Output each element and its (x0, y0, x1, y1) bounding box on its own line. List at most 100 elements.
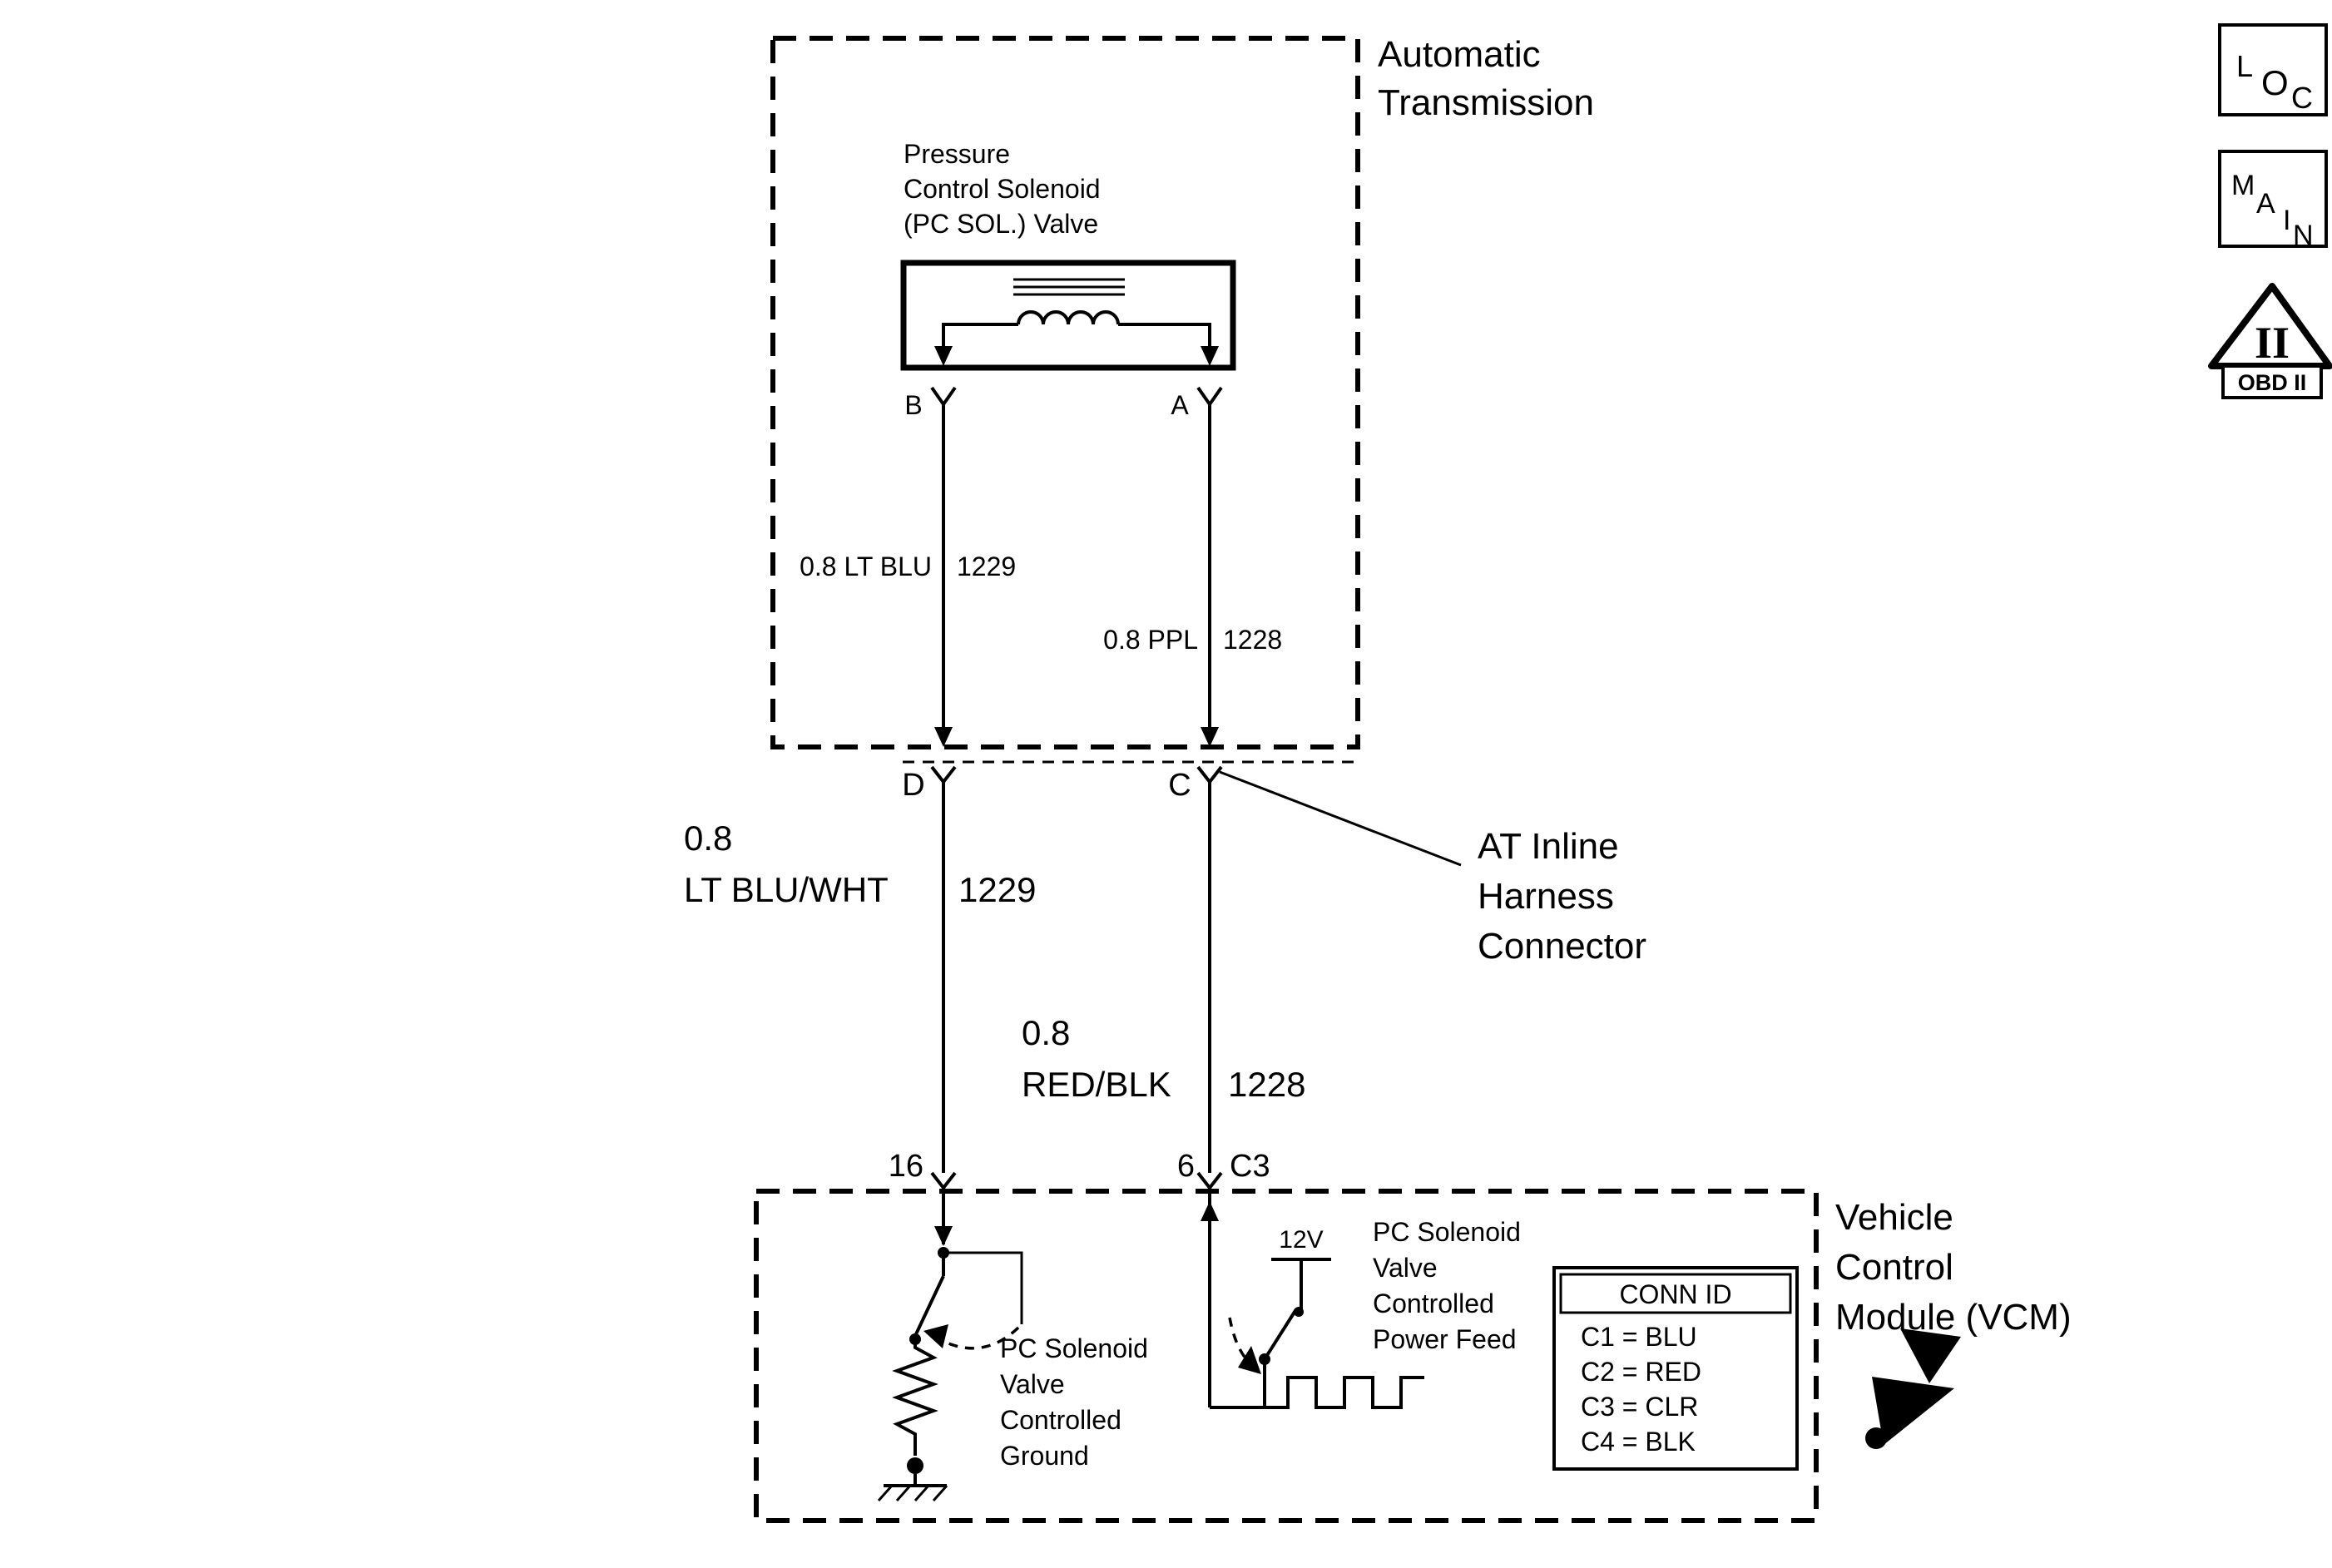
main-letter-i: I (2283, 205, 2290, 236)
ground-control-circuit: PC Solenoid Valve Controlled Ground (877, 1188, 1148, 1501)
ground-hatching (877, 1485, 948, 1501)
solenoid-label-line3: (PC SOL.) Valve (904, 209, 1098, 239)
power-label-line2: Valve (1373, 1253, 1438, 1283)
arrow-up-icon (1201, 1201, 1219, 1221)
switch-blade (913, 1275, 945, 1337)
ground-label-line1: PC Solenoid (1000, 1333, 1148, 1363)
pressure-control-solenoid-symbol (900, 260, 1236, 371)
esd-dot (1865, 1427, 1887, 1449)
callout-pointer-line (1219, 770, 1462, 867)
solenoid-box (900, 260, 1236, 371)
vehicle-control-module-section: 16 6 C3 Vehicle Control Module (VCM) PC … (754, 1149, 2072, 1523)
ground-label-line4: Ground (1000, 1441, 1089, 1471)
terminal-d-label: D (902, 768, 924, 803)
wire-b-spec: 0.8 LT BLU (800, 552, 932, 581)
wire-d-gauge: 0.8 (684, 819, 732, 858)
main-badge: M A I N (2218, 150, 2328, 251)
loc-letter-l: L (2236, 49, 2253, 83)
coil-winding (1017, 310, 1120, 325)
wire-c-gauge: 0.8 (1022, 1013, 1070, 1052)
ground-label-line2: Valve (1000, 1369, 1065, 1399)
ground-dot (907, 1457, 923, 1474)
esd-warning-icon (1865, 1328, 1961, 1449)
power-label-line1: PC Solenoid (1373, 1217, 1521, 1247)
power-feed-circuit: 12V PC Solenoid Valve Controlled Power F… (1201, 1188, 1521, 1409)
esd-triangle-upper (1900, 1328, 1961, 1383)
table-border (1552, 1266, 1799, 1471)
arrow-icon (923, 1324, 948, 1348)
loc-letter-o: O (2261, 63, 2289, 102)
solenoid-label-line1: Pressure (904, 139, 1010, 169)
transmission-title-line2: Transmission (1378, 82, 1594, 123)
terminal-b-label: B (904, 390, 922, 420)
inline-harness-connector: D C AT Inline Harness Connector (902, 760, 1646, 967)
main-letter-n: N (2293, 220, 2314, 251)
arrow-icon (1238, 1346, 1261, 1374)
vcm-title-line1: Vehicle (1835, 1197, 1953, 1238)
connector-c3-label: C3 (1230, 1149, 1270, 1184)
ground-label-line3: Controlled (1000, 1405, 1121, 1435)
main-badge-border (2218, 150, 2328, 248)
esd-triangle-lower (1872, 1377, 1954, 1445)
vcm-dashed-boundary (754, 1189, 1819, 1523)
main-letter-m: M (2231, 170, 2255, 201)
arrow-down-icon (934, 346, 953, 366)
wire-d-color: LT BLU/WHT (684, 870, 889, 909)
main-letter-a: A (2256, 188, 2275, 220)
terminal-chevron-d (930, 765, 957, 785)
arrow-down-icon (934, 727, 953, 747)
wire-a-circuit: 1228 (1223, 625, 1282, 655)
wire-c-circuit: 1228 (1228, 1065, 1305, 1104)
terminal-chevron-b (930, 386, 957, 408)
power-label-line3: Controlled (1373, 1289, 1494, 1318)
switch-blade (1263, 1308, 1298, 1361)
supply-12v-label: 12V (1279, 1226, 1323, 1254)
terminal-chevron-16 (930, 1171, 957, 1191)
solenoid-label-line2: Control Solenoid (904, 174, 1101, 204)
table-header: CONN ID (1619, 1279, 1731, 1309)
arrow-down-icon (1201, 346, 1219, 366)
wire-c-color: RED/BLK (1022, 1065, 1171, 1104)
conn-id-table: CONN ID C1 = BLU C2 = RED C3 = CLR C4 = … (1552, 1266, 1799, 1471)
pwm-square-wave (1265, 1376, 1424, 1409)
table-row: C3 = CLR (1581, 1392, 1698, 1422)
pin-16-label: 16 (889, 1149, 923, 1184)
coil-lead-left (942, 323, 1018, 346)
wire-d-circuit: 1229 (958, 870, 1036, 909)
wire-a-spec: 0.8 PPL (1103, 625, 1198, 655)
harness-wires: 0.8 LT BLU/WHT 1229 0.8 RED/BLK 1228 (684, 782, 1305, 1173)
obd2-label: OBD II (2238, 370, 2307, 395)
label-pointer-line (943, 1251, 1023, 1324)
terminal-chevron-6 (1196, 1171, 1223, 1191)
resistor-symbol (892, 1339, 938, 1456)
vcm-title-line2: Control (1835, 1247, 1953, 1288)
loc-badge-border (2218, 23, 2328, 116)
connector-callout-line3: Connector (1478, 926, 1646, 967)
obd2-numeral: II (2255, 318, 2290, 368)
table-header-border (1559, 1273, 1792, 1314)
power-label-line4: Power Feed (1373, 1324, 1517, 1354)
transmission-title-line1: Automatic (1378, 34, 1541, 75)
transmission-dashed-boundary (770, 36, 1360, 749)
pin-6-label: 6 (1177, 1149, 1195, 1184)
terminal-c-label: C (1168, 768, 1191, 803)
arrow-down-icon (934, 1226, 953, 1246)
arrow-down-icon (1201, 727, 1219, 747)
coil-lead-right (1118, 323, 1211, 346)
table-row: C2 = RED (1581, 1357, 1701, 1387)
loc-badge: L O C (2218, 23, 2328, 116)
connector-callout-line2: Harness (1478, 876, 1614, 917)
automatic-transmission-section: Automatic Transmission Pressure Control … (770, 34, 1594, 749)
obd2-badge: II OBD II (2208, 283, 2332, 399)
obd2-label-border (2221, 364, 2323, 399)
terminal-chevron-a (1196, 386, 1223, 408)
table-row: C1 = BLU (1581, 1322, 1697, 1352)
wire-b-circuit: 1229 (957, 552, 1016, 581)
vcm-title-line3: Module (VCM) (1835, 1297, 2072, 1338)
table-row: C4 = BLK (1581, 1427, 1696, 1457)
connector-callout-line1: AT Inline (1478, 826, 1619, 867)
loc-letter-c: C (2291, 81, 2313, 115)
terminal-chevron-c (1196, 765, 1223, 785)
